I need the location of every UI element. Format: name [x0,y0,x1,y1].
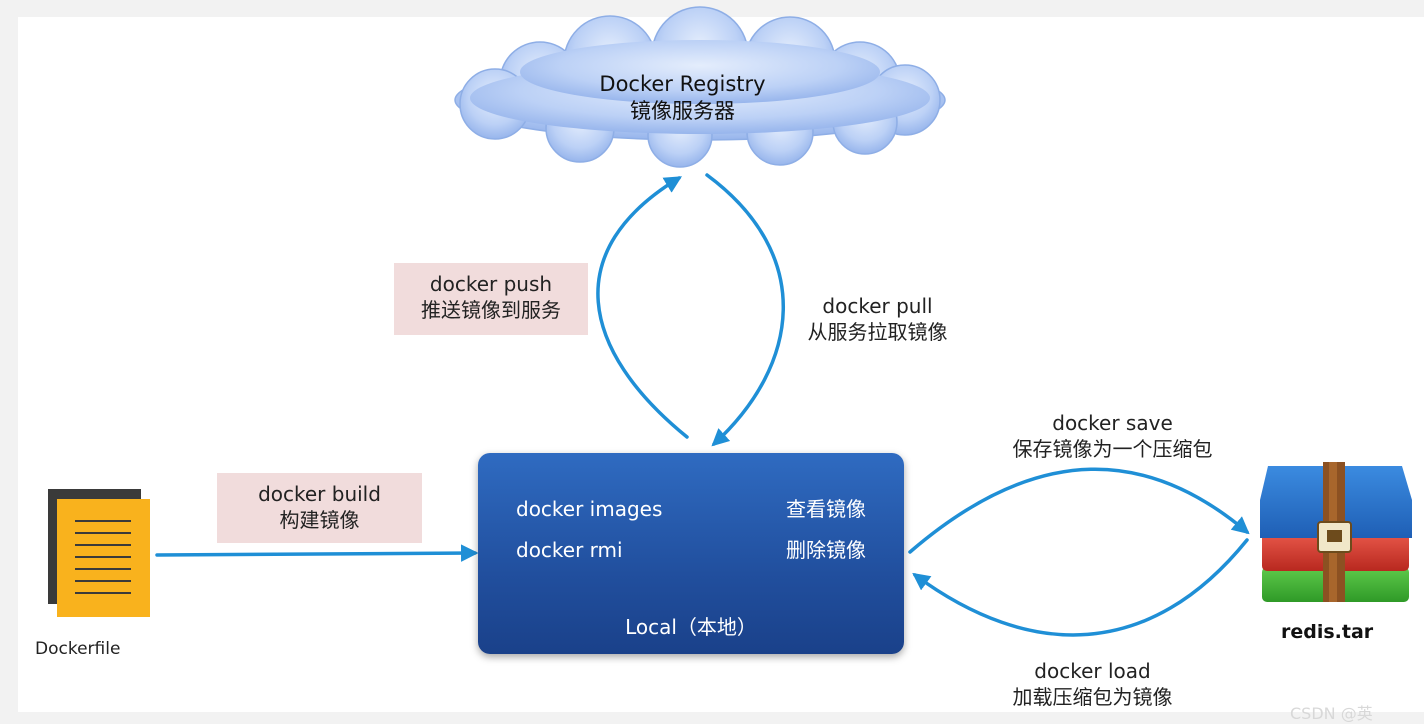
cloud-icon [454,6,946,168]
registry-title: Docker Registry [599,72,766,96]
rmi-command: docker rmi [516,538,623,562]
load-command: docker load [1034,659,1151,683]
push-description: 推送镜像到服务 [421,298,561,322]
watermark: CSDN @英 [1290,704,1373,723]
build-command: docker build [258,482,381,506]
archive-label: redis.tar [1281,621,1374,643]
save-arrow [908,467,1250,554]
pull-description: 从服务拉取镜像 [807,320,948,344]
pull-arrow [705,173,785,447]
load-label: docker load 加载压缩包为镜像 [980,658,1205,710]
images-description: 查看镜像 [786,497,866,521]
load-description: 加载压缩包为镜像 [1012,685,1173,709]
rmi-description: 删除镜像 [786,538,866,562]
pull-label: docker pull 从服务拉取镜像 [780,293,975,345]
push-arrow [596,176,689,439]
pull-command: docker pull [822,294,933,318]
build-arrow [155,544,479,562]
build-label: docker build 构建镜像 [217,473,422,543]
archive-icon [1260,462,1412,602]
save-command: docker save [1052,411,1173,435]
images-command: docker images [516,497,663,521]
registry-subtitle: 镜像服务器 [630,99,735,123]
document-icon [48,489,150,617]
build-description: 构建镜像 [279,508,360,532]
local-title: Local（本地） [625,615,757,639]
push-command: docker push [429,272,553,296]
registry-label: Docker Registry 镜像服务器 [560,71,805,125]
save-description: 保存镜像为一个压缩包 [1012,437,1213,461]
save-label: docker save 保存镜像为一个压缩包 [980,410,1245,462]
local-box: docker images 查看镜像 docker rmi 删除镜像 Local… [478,453,904,654]
dockerfile-label: Dockerfile [35,639,121,659]
push-label: docker push 推送镜像到服务 [394,263,588,335]
load-arrow [912,538,1249,637]
